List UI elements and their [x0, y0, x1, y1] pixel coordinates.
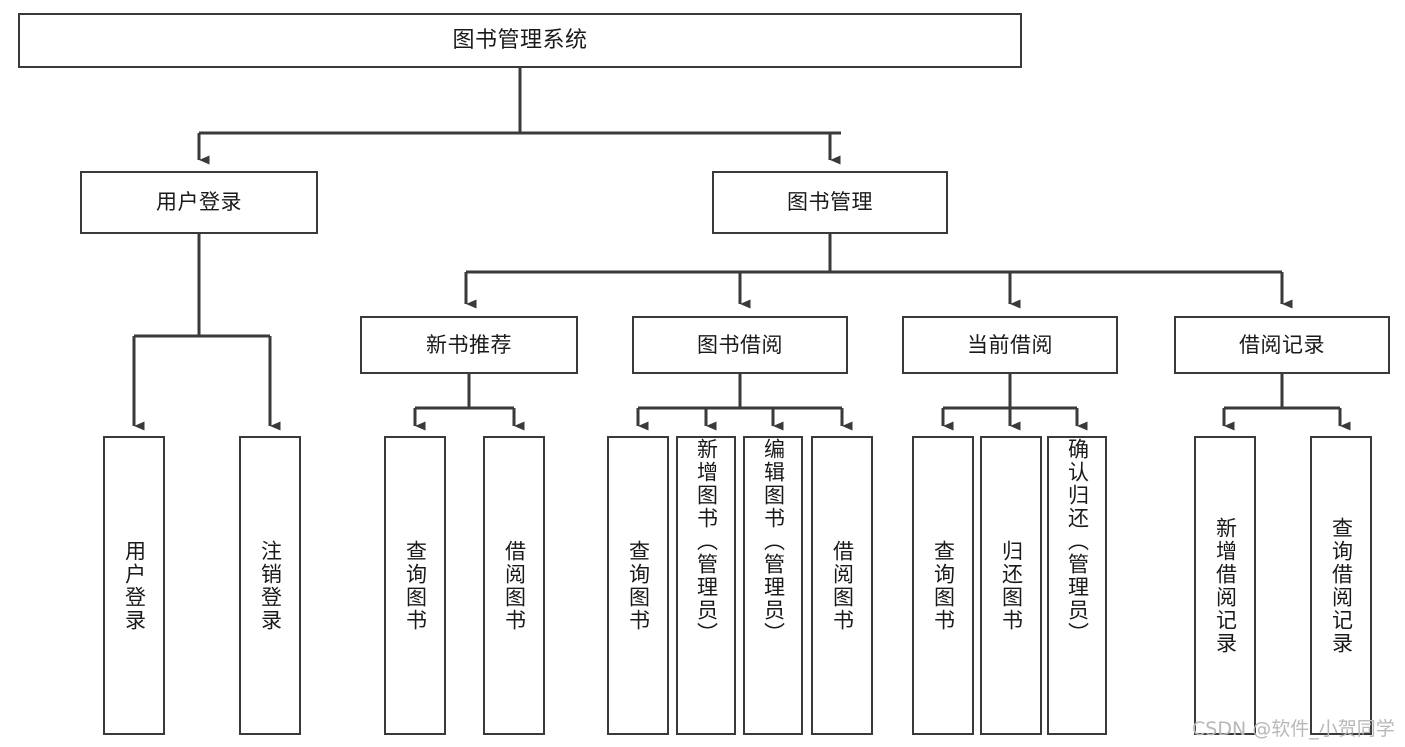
leaf-user-login[interactable]: 用户登录 — [103, 436, 165, 735]
node-user-login[interactable]: 用户登录 — [80, 171, 318, 234]
node-label: 借阅图书 — [830, 539, 855, 632]
watermark-csdn: CSDN @软件_小贺同学 — [1192, 718, 1395, 740]
node-label: 图书管理系统 — [452, 27, 588, 53]
leaf-query-book-borrow[interactable]: 查询图书 — [607, 436, 669, 735]
node-label: 图书管理 — [787, 190, 873, 215]
node-book-borrow[interactable]: 图书借阅 — [632, 316, 848, 374]
leaf-query-borrow-record[interactable]: 查询借阅记录 — [1310, 436, 1372, 735]
node-label: 用户登录 — [122, 539, 147, 632]
node-label: 新增借阅记录 — [1213, 516, 1238, 655]
node-current-borrow[interactable]: 当前借阅 — [902, 316, 1118, 374]
node-label: 新书推荐 — [426, 332, 512, 357]
node-label: 注销登录 — [258, 539, 283, 632]
node-label: 查询借阅记录 — [1329, 516, 1354, 655]
leaf-query-book-current[interactable]: 查询图书 — [912, 436, 974, 735]
leaf-query-book-recommend[interactable]: 查询图书 — [384, 436, 446, 735]
node-label: 查询图书 — [931, 539, 956, 632]
leaf-add-borrow-record[interactable]: 新增借阅记录 — [1194, 436, 1256, 735]
node-label: 当前借阅 — [967, 332, 1053, 357]
node-label: 图书借阅 — [697, 332, 783, 357]
node-label: 用户登录 — [156, 190, 242, 215]
node-root-system[interactable]: 图书管理系统 — [18, 13, 1022, 68]
leaf-logout[interactable]: 注销登录 — [239, 436, 301, 735]
node-book-management[interactable]: 图书管理 — [712, 171, 948, 234]
node-label: 新增图书（管理员） — [694, 438, 719, 645]
leaf-return-book[interactable]: 归还图书 — [980, 436, 1042, 735]
node-new-book-recommend[interactable]: 新书推荐 — [360, 316, 578, 374]
node-borrow-record[interactable]: 借阅记录 — [1174, 316, 1390, 374]
node-label: 编辑图书（管理员） — [761, 438, 786, 645]
node-label: 借阅记录 — [1239, 332, 1325, 357]
leaf-confirm-return-admin[interactable]: 确认归还（管理员） — [1047, 436, 1107, 735]
leaf-add-book-admin[interactable]: 新增图书（管理员） — [676, 436, 736, 735]
leaf-edit-book-admin[interactable]: 编辑图书（管理员） — [743, 436, 803, 735]
leaf-borrow-book-recommend[interactable]: 借阅图书 — [483, 436, 545, 735]
leaf-borrow-book[interactable]: 借阅图书 — [811, 436, 873, 735]
node-label: 归还图书 — [999, 539, 1024, 632]
node-label: 借阅图书 — [502, 539, 527, 632]
node-label: 查询图书 — [403, 539, 428, 632]
node-label: 查询图书 — [626, 539, 651, 632]
node-label: 确认归还（管理员） — [1065, 438, 1090, 645]
